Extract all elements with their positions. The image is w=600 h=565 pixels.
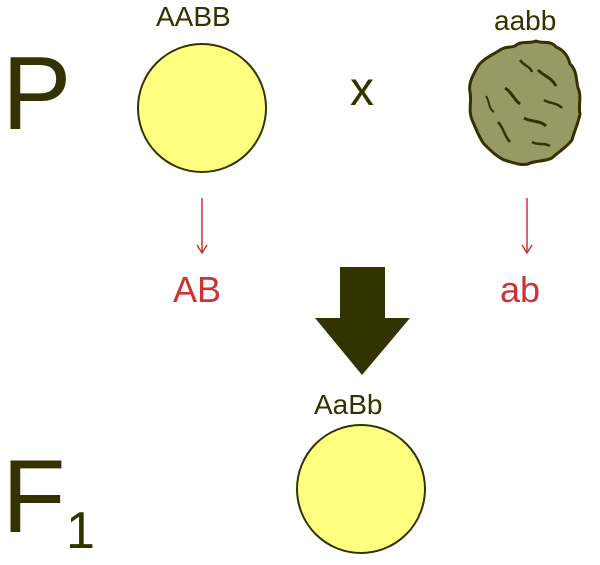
wrinkled-green-pea-parent xyxy=(468,39,582,166)
right-gamete-label: ab xyxy=(500,269,541,310)
parental-generation-label: P xyxy=(2,36,72,152)
offspring-genotype: AaBb xyxy=(314,389,383,420)
gamete-arrow-right xyxy=(521,198,533,255)
left-parent-genotype: AABB xyxy=(156,1,231,32)
cross-symbol: x xyxy=(350,63,374,116)
gamete-arrow-left xyxy=(196,198,208,255)
filial-generation-label: F xyxy=(2,439,66,555)
right-parent-genotype: aabb xyxy=(494,5,557,36)
round-yellow-pea-parent xyxy=(137,43,267,173)
round-yellow-pea-offspring xyxy=(296,424,426,554)
left-gamete-label: AB xyxy=(173,269,222,310)
fertilization-arrow xyxy=(315,267,410,375)
filial-generation-subscript: 1 xyxy=(66,502,95,560)
